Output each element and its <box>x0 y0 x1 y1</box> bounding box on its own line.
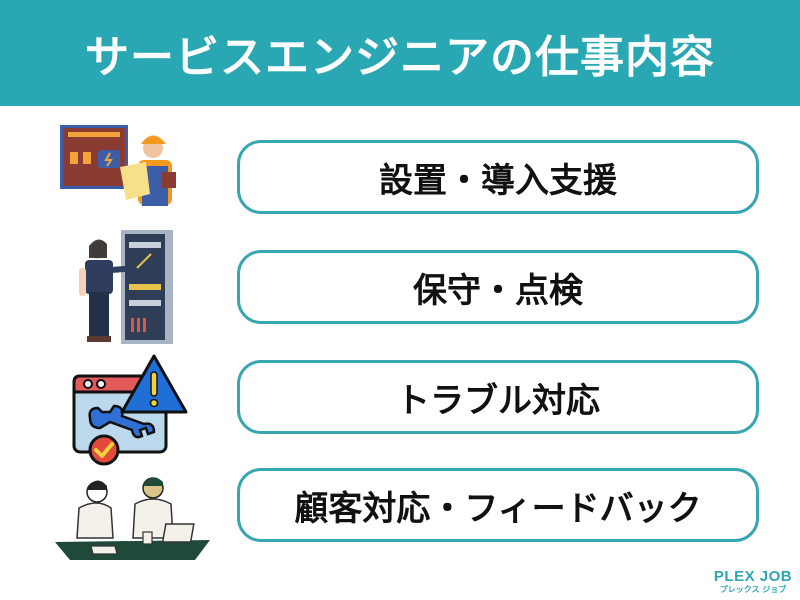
task-item-maintenance: 保守・点検 <box>237 250 759 324</box>
warning-wrench-window-icon <box>70 350 190 468</box>
task-item-customer-feedback: 顧客対応・フィードバック <box>237 468 759 542</box>
header-banner: サービスエンジニアの仕事内容 <box>0 0 800 106</box>
plexjob-logo: PLEX JOB プレックス ジョブ <box>708 569 798 595</box>
page-title: サービスエンジニアの仕事内容 <box>85 32 715 83</box>
logo-kana: プレックス ジョブ <box>719 585 787 594</box>
task-item-installation: 設置・導入支援 <box>237 140 759 214</box>
meeting-two-people-icon <box>45 472 220 562</box>
task-label: 設置・導入支援 <box>379 160 617 201</box>
technician-server-cabinet-icon <box>65 228 175 346</box>
task-label: 保守・点検 <box>413 270 583 311</box>
task-label: トラブル対応 <box>396 380 600 421</box>
logo-name: PLEX JOB <box>713 568 793 585</box>
task-item-troubleshooting: トラブル対応 <box>237 360 759 434</box>
engineer-electrical-panel-icon <box>58 122 188 217</box>
task-label: 顧客対応・フィードバック <box>294 488 702 529</box>
